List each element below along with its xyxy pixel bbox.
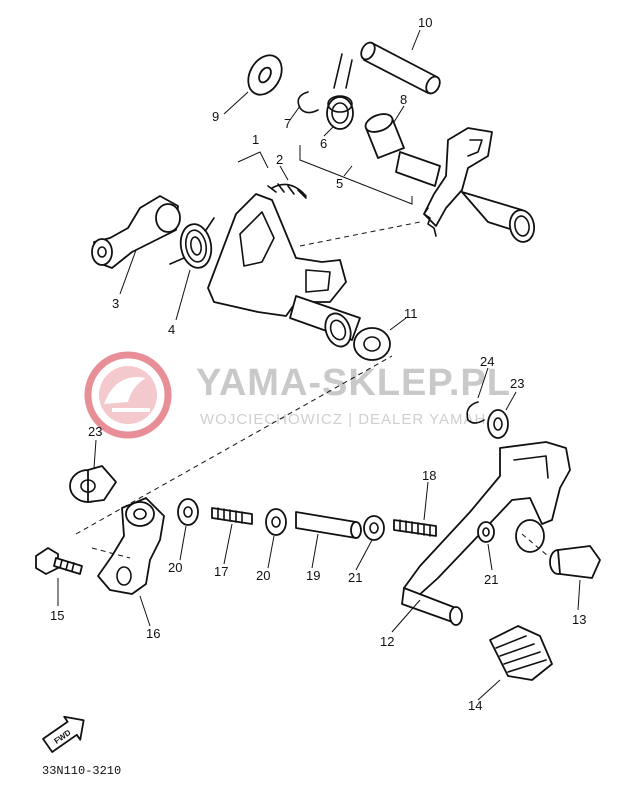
part-9-washer bbox=[247, 54, 283, 96]
callout-20-left: 20 bbox=[168, 560, 182, 575]
callout-12: 12 bbox=[380, 634, 394, 649]
part-23-washer bbox=[487, 409, 509, 439]
callout-3: 3 bbox=[112, 296, 119, 311]
callout-24: 24 bbox=[480, 354, 494, 369]
callout-18: 18 bbox=[422, 468, 436, 483]
callout-9: 9 bbox=[212, 109, 219, 124]
callout-21-left: 21 bbox=[348, 570, 362, 585]
part-1-shift-arm bbox=[207, 193, 361, 348]
part-20-nut-right bbox=[265, 508, 287, 536]
callout-11: 11 bbox=[404, 306, 418, 321]
part-7-circlip bbox=[297, 91, 319, 114]
callout-13: 13 bbox=[572, 612, 586, 627]
callout-23: 23 bbox=[510, 376, 524, 391]
part-19-tube bbox=[295, 511, 362, 539]
callout-2: 2 bbox=[276, 152, 283, 167]
yama-sklep-logo bbox=[84, 351, 172, 439]
callout-22: 23 bbox=[88, 424, 102, 439]
part-2-spring bbox=[267, 183, 307, 199]
part-20-nut-left bbox=[177, 498, 199, 526]
watermark-title: YAMA-SKLEP.PL bbox=[196, 362, 511, 404]
part-14-pedal-rubber bbox=[489, 625, 553, 681]
callout-labels: 10 9 7 6 8 5 1 2 3 4 11 23 24 23 15 16 2… bbox=[50, 15, 586, 713]
fwd-arrow-icon: FWD bbox=[42, 715, 85, 753]
callout-17: 17 bbox=[214, 564, 228, 579]
part-22-collar bbox=[69, 465, 117, 503]
callout-19: 19 bbox=[306, 568, 320, 583]
part-24-circlip bbox=[466, 401, 485, 424]
part-16-shift-arm bbox=[97, 497, 165, 595]
part-15-bolt bbox=[35, 547, 83, 575]
callout-1-upper: 1 bbox=[252, 132, 259, 147]
watermark: YAMA-SKLEP.PL WOJCIECHOWICZ | DEALER YAM… bbox=[84, 351, 511, 439]
bracket-5 bbox=[299, 145, 413, 205]
part-3-shift-arm bbox=[91, 195, 181, 269]
guide-lines bbox=[75, 221, 549, 559]
part-21-nut-right bbox=[477, 521, 495, 543]
callout-15: 15 bbox=[50, 608, 64, 623]
part-10-pin bbox=[360, 41, 441, 95]
callout-10: 10 bbox=[418, 15, 432, 30]
callout-7: 7 bbox=[284, 116, 291, 131]
callout-5: 5 bbox=[336, 176, 343, 191]
callout-6: 6 bbox=[320, 136, 327, 151]
callout-21-right: 21 bbox=[484, 572, 498, 587]
part-6-spring bbox=[326, 53, 354, 130]
part-17-rod bbox=[211, 507, 253, 525]
callout-8: 8 bbox=[400, 92, 407, 107]
part-12-shift-pedal bbox=[401, 441, 571, 626]
part-8-collar bbox=[364, 113, 405, 159]
part-18-rod bbox=[393, 519, 437, 537]
bracket-1 bbox=[237, 151, 269, 169]
part-11-collar bbox=[353, 327, 391, 361]
part-13-collar bbox=[549, 545, 601, 579]
callout-16: 16 bbox=[146, 626, 160, 641]
diagram-code: 33N110-3210 bbox=[42, 764, 121, 778]
watermark-subtitle: WOJCIECHOWICZ | DEALER YAMAHA bbox=[200, 411, 497, 428]
callout-20-right: 20 bbox=[256, 568, 270, 583]
leader-lines bbox=[57, 29, 581, 701]
callout-14: 14 bbox=[468, 698, 482, 713]
part-5-shift-shaft bbox=[395, 127, 536, 243]
callout-4: 4 bbox=[168, 322, 175, 337]
part-4-spring bbox=[169, 217, 215, 269]
part-21-nut-left bbox=[363, 515, 385, 541]
